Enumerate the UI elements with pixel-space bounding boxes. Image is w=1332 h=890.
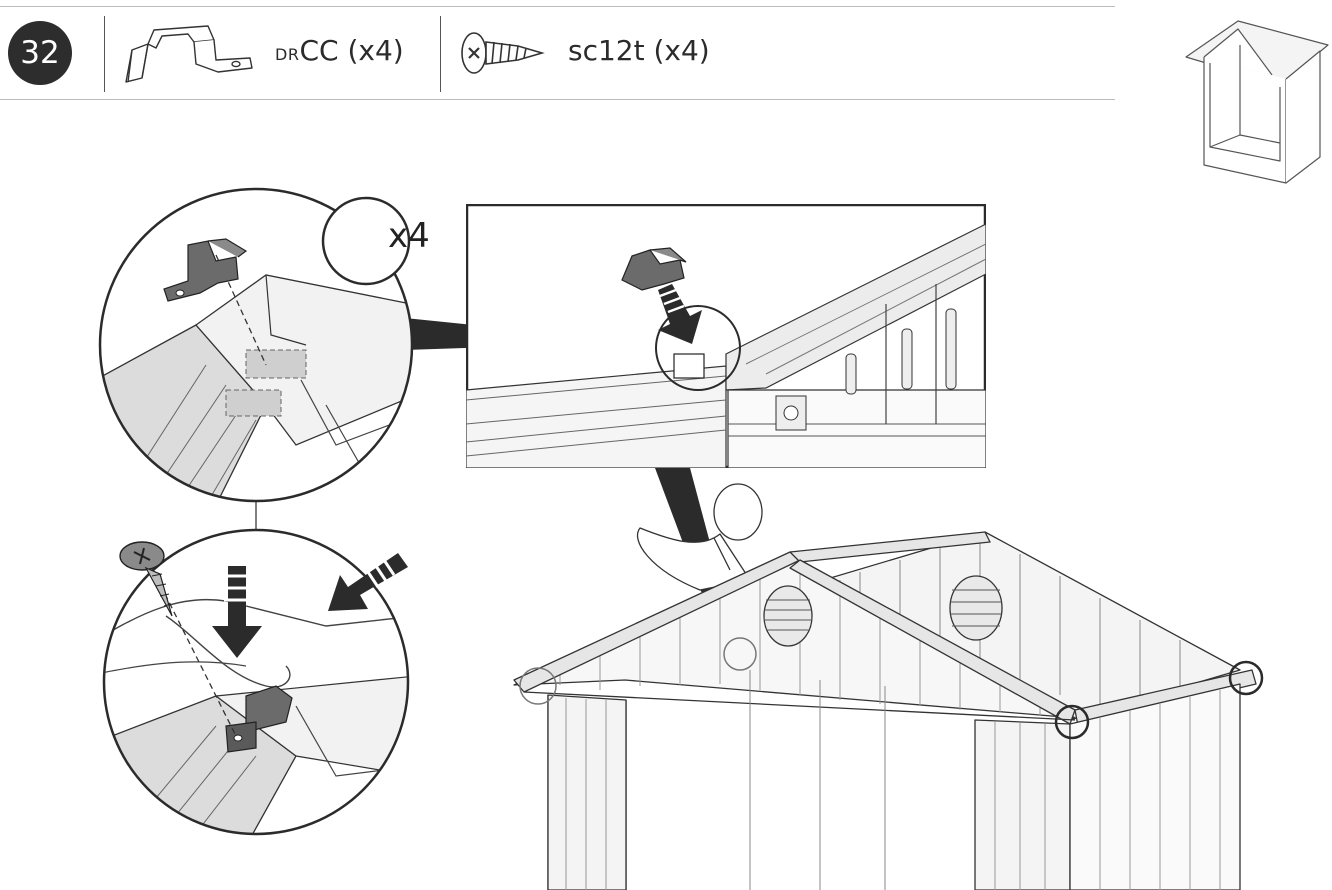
bracket-part (163, 238, 248, 302)
repeat-bubble (321, 196, 411, 286)
push-arrow-icon (212, 566, 262, 658)
bracket-icon (125, 25, 253, 83)
screw-icon (119, 541, 173, 617)
part-code: CC (299, 34, 339, 67)
header-bottom-rule (0, 99, 1115, 100)
header-separator (440, 16, 441, 92)
push-arrow-icon (328, 553, 408, 611)
shed-overview-icon (1185, 20, 1329, 184)
push-arrow-icon (658, 284, 702, 344)
header-separator (104, 16, 105, 92)
part-prefix: DR (275, 45, 300, 64)
detail-circle-screw-fastening (102, 528, 410, 836)
header-top-rule (0, 6, 1115, 7)
step-number-badge: 32 (8, 21, 72, 85)
part-qty: (x4) (653, 34, 710, 67)
part-qty: (x4) (347, 34, 404, 67)
detail-box-ridge-bracket (466, 204, 986, 468)
repeat-count-label: x4 (388, 216, 430, 256)
screw-icon (461, 32, 545, 74)
part-bracket-label: DRCC (x4) (275, 34, 404, 67)
part-code: sc12t (568, 34, 645, 67)
shed-assembly-illustration (513, 483, 1264, 890)
bracket-part (621, 247, 687, 291)
detail-circle-bracket-placement (98, 187, 414, 503)
part-screw-label: sc12t (x4) (568, 34, 710, 67)
step-number: 32 (20, 35, 60, 71)
bracket-part (225, 685, 293, 753)
person-figure (636, 483, 763, 591)
